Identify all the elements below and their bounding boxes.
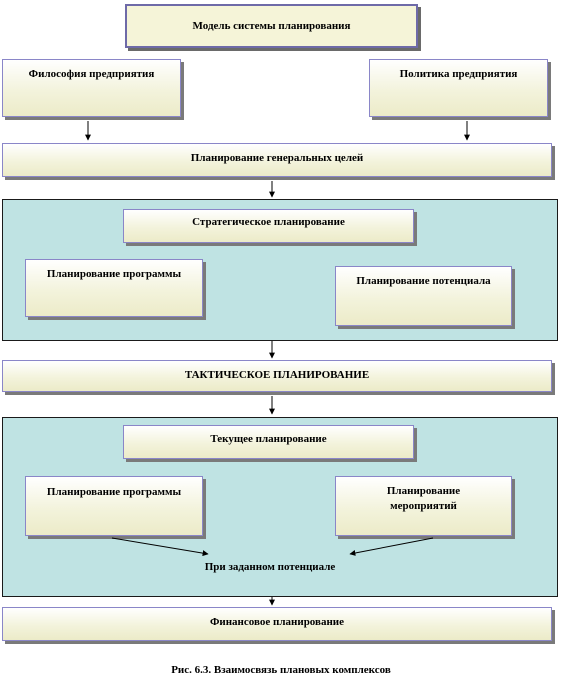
figure-caption: Рис. 6.3. Взаимосвязь плановых комплексо… (171, 664, 391, 676)
philosophy-box: Философия предприятия (2, 59, 181, 117)
strategic-header-box: Стратегическое планирование (123, 209, 414, 243)
model-title-box: Модель системы планирования (125, 4, 418, 48)
model-title: Модель системы планирования (192, 20, 351, 32)
policy-label: Политика предприятия (399, 68, 518, 80)
tactical-box: ТАКТИЧЕСКОЕ ПЛАНИРОВАНИЕ (2, 360, 552, 392)
tactical-label: ТАКТИЧЕСКОЕ ПЛАНИРОВАНИЕ (184, 369, 370, 381)
strategic-potential-label: Планирование потенциала (356, 275, 491, 287)
current-measures-line1: Планирование (386, 485, 461, 497)
current-program-box: Планирование программы (25, 476, 203, 536)
general-goals-box: Планирование генеральных целей (2, 143, 552, 177)
strategic-program-box: Планирование программы (25, 259, 203, 317)
policy-box: Политика предприятия (369, 59, 548, 117)
strategic-program-label: Планирование программы (46, 268, 182, 280)
strategic-potential-box: Планирование потенциала (335, 266, 512, 326)
current-program-label: Планирование программы (46, 486, 182, 498)
given-potential-label: При заданном потенциале (204, 561, 336, 573)
current-measures-box: Планирование мероприятий (335, 476, 512, 536)
current-measures-line2: мероприятий (390, 500, 457, 512)
current-header-box: Текущее планирование (123, 425, 414, 459)
general-goals-label: Планирование генеральных целей (190, 152, 364, 164)
current-header-label: Текущее планирование (210, 433, 327, 445)
strategic-header-label: Стратегическое планирование (192, 216, 345, 228)
financial-label: Финансовое планирование (209, 616, 345, 628)
financial-box: Финансовое планирование (2, 607, 552, 641)
philosophy-label: Философия предприятия (28, 68, 155, 80)
